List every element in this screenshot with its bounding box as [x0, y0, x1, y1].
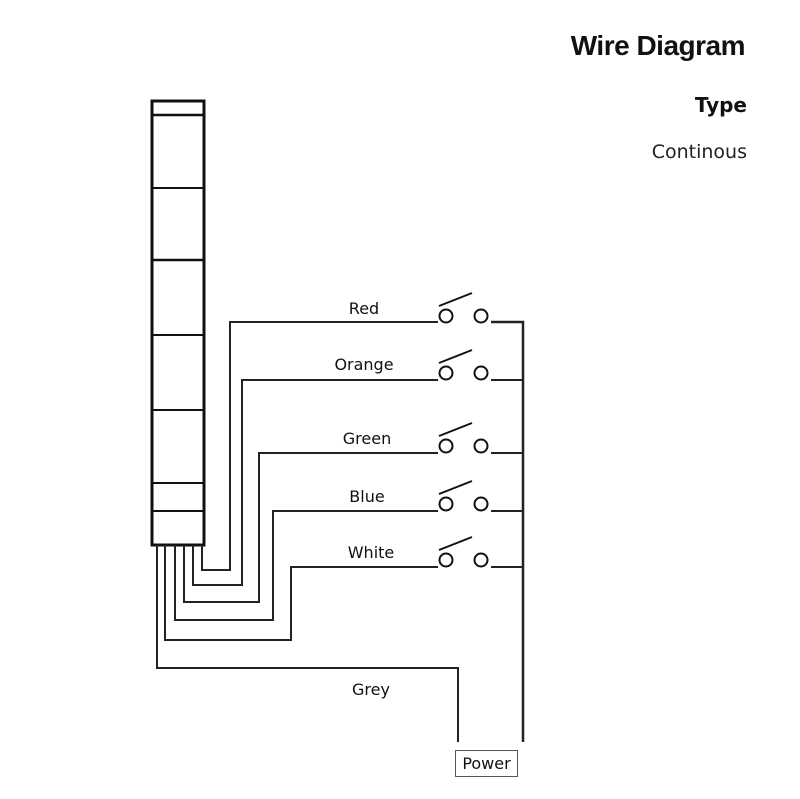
switch-contact-left: [438, 552, 454, 568]
switch-contact-left: [438, 308, 454, 324]
switch-arm: [438, 480, 473, 495]
switch-contact-left: [438, 438, 454, 454]
wire-grey: [156, 545, 459, 742]
switch-red: [438, 292, 489, 324]
switch-white: [438, 536, 489, 568]
tower-light: [150, 99, 206, 547]
diagram-title: Wire Diagram: [570, 30, 746, 61]
type-value: Continous: [651, 141, 747, 163]
type-label: Type: [694, 93, 747, 117]
switch-blue: [438, 480, 489, 512]
switch-contact-right: [473, 496, 489, 512]
switch-arm: [438, 536, 473, 551]
power-label: Power: [455, 750, 518, 777]
wire-label-green: Green: [343, 429, 391, 448]
switch-contact-left: [438, 496, 454, 512]
wire-red: [201, 321, 438, 571]
wire-label-white: White: [348, 543, 395, 562]
wire-label-blue: Blue: [349, 487, 384, 506]
wire-blue: [174, 510, 438, 621]
switch-contact-right: [473, 365, 489, 381]
switch-arm: [438, 422, 473, 437]
switch-contact-right: [473, 552, 489, 568]
wire-label-orange: Orange: [334, 355, 393, 374]
switch-contact-left: [438, 365, 454, 381]
wire-white: [164, 545, 438, 641]
tower-body: [150, 99, 206, 547]
switch-contact-right: [473, 438, 489, 454]
wire-label-grey: Grey: [352, 680, 390, 699]
switch-orange: [438, 349, 489, 381]
switch-contact-right: [473, 308, 489, 324]
common-bus: [491, 320, 525, 742]
switch-green: [438, 422, 489, 454]
wire-label-red: Red: [349, 299, 379, 318]
switch-arm: [438, 292, 473, 307]
wire-green: [183, 452, 438, 603]
switch-arm: [438, 349, 473, 364]
wire-orange: [192, 379, 438, 586]
